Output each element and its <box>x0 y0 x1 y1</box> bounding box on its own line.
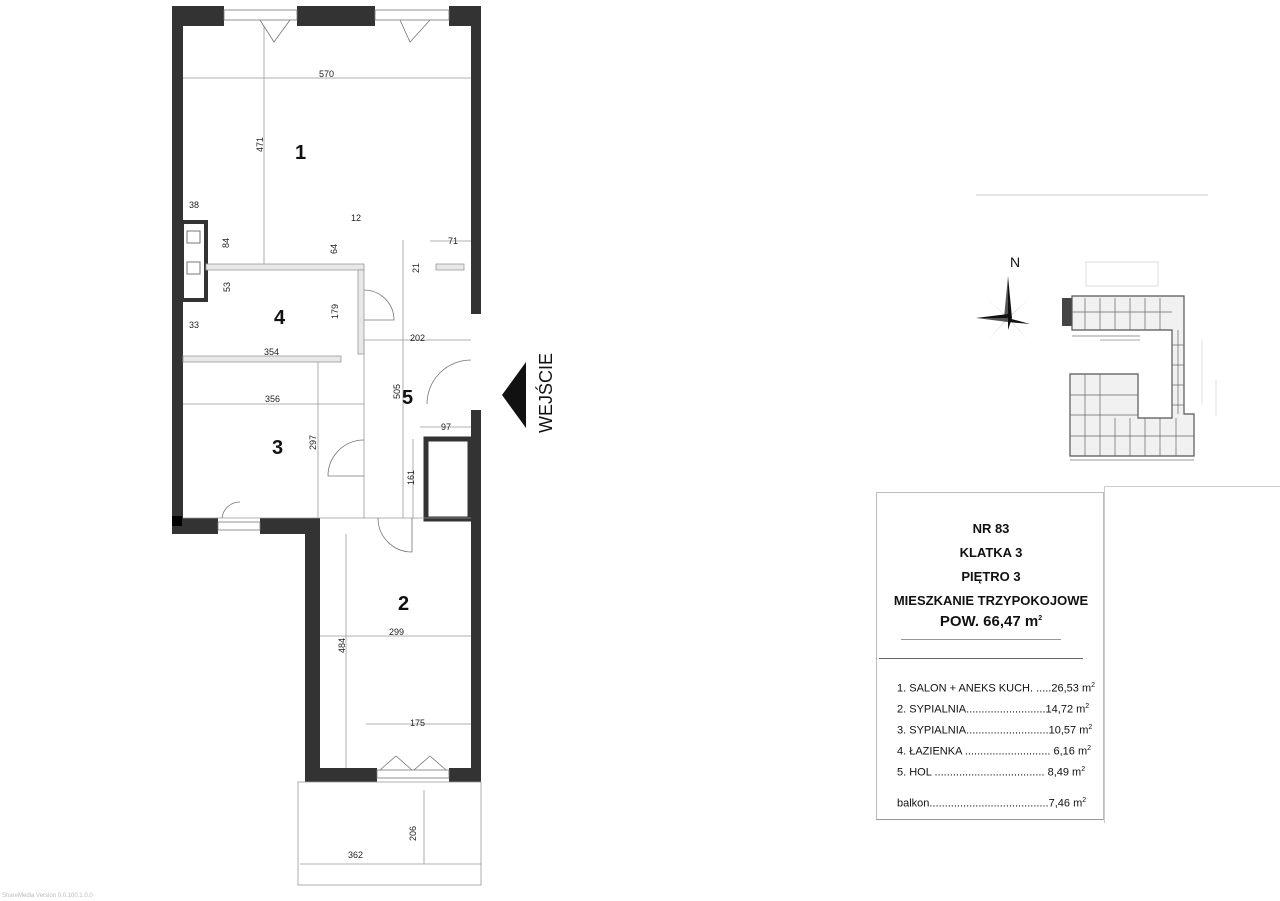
list-item: 4. ŁAZIENKA ............................… <box>897 745 1092 758</box>
dimension-label: 33 <box>189 320 199 330</box>
dimension-label: 297 <box>308 435 318 450</box>
dimension-label: 356 <box>265 394 280 404</box>
dimension-label: 570 <box>319 69 334 79</box>
watermark: ShareMedia Version 0.0.100.1.0.0 <box>2 893 93 899</box>
room-number-5: 5 <box>402 387 413 409</box>
divider <box>879 658 1083 659</box>
dimension-label: 97 <box>441 422 451 432</box>
apartment-info-panel: NR 83 KLATKA 3 PIĘTRO 3 MIESZKANIE TRZYP… <box>876 492 1104 820</box>
dimension-label: 471 <box>255 137 265 152</box>
apartment-number: NR 83 <box>972 521 1010 536</box>
dimension-label: 38 <box>189 200 199 210</box>
room-number-2: 2 <box>398 593 409 615</box>
entrance-label: WEJŚCIE <box>535 353 556 433</box>
dimension-labels: 570 471 38 84 12 64 71 21 53 179 33 202 … <box>189 69 458 860</box>
entrance-arrow-icon <box>502 362 526 428</box>
dimension-label: 484 <box>337 638 347 653</box>
list-item: 3. SYPIALNIA...........................1… <box>897 724 1093 737</box>
apartment-type: MIESZKANIE TRZYPOKOJOWE <box>893 593 1089 608</box>
room-number-4: 4 <box>274 307 286 329</box>
apartment-area: POW. 66,47 m2 <box>939 613 1043 630</box>
balcony-area: balkon..................................… <box>897 797 1087 810</box>
dimension-label: 299 <box>389 627 404 637</box>
dimension-label: 21 <box>411 263 421 273</box>
walls <box>172 6 481 782</box>
list-item: 5. HOL .................................… <box>897 766 1086 779</box>
dimension-label: 161 <box>406 470 416 485</box>
dimension-label: 206 <box>408 826 418 841</box>
room-area-list: 1. SALON + ANEKS KUCH. .....26,53 m2 2. … <box>897 675 1107 811</box>
ventilation-shaft <box>423 436 473 522</box>
dimension-label: 505 <box>392 384 402 399</box>
dimension-label: 202 <box>410 333 425 343</box>
floor-label: PIĘTRO 3 <box>961 569 1021 584</box>
dimension-label: 53 <box>222 282 232 292</box>
bath-fixture <box>180 220 208 302</box>
list-item: 2. SYPIALNIA..........................14… <box>897 703 1090 716</box>
windows <box>217 9 450 779</box>
apartment-header: NR 83 KLATKA 3 PIĘTRO 3 MIESZKANIE TRZYP… <box>877 517 1105 631</box>
room-lines <box>183 26 471 768</box>
north-label: N <box>1010 254 1020 270</box>
divider <box>901 639 1061 640</box>
room-number-1: 1 <box>295 142 306 164</box>
dimension-label: 175 <box>410 718 425 728</box>
dimension-label: 179 <box>330 304 340 319</box>
compass-icon <box>976 276 1030 340</box>
site-plan <box>1062 261 1217 461</box>
dimension-label: 84 <box>221 238 231 248</box>
dimension-label: 362 <box>348 850 363 860</box>
dimension-label: 71 <box>448 236 458 246</box>
dimension-label: 354 <box>264 347 279 357</box>
partitions <box>182 263 465 363</box>
staircase-label: KLATKA 3 <box>959 545 1023 560</box>
balcony <box>297 781 482 886</box>
room-number-3: 3 <box>272 437 283 459</box>
list-item: 1. SALON + ANEKS KUCH. .....26,53 m2 <box>897 682 1096 695</box>
doors <box>221 289 472 553</box>
side-panel-frame <box>1104 486 1280 823</box>
dimension-label: 64 <box>329 244 339 254</box>
dimension-label: 12 <box>351 213 361 223</box>
